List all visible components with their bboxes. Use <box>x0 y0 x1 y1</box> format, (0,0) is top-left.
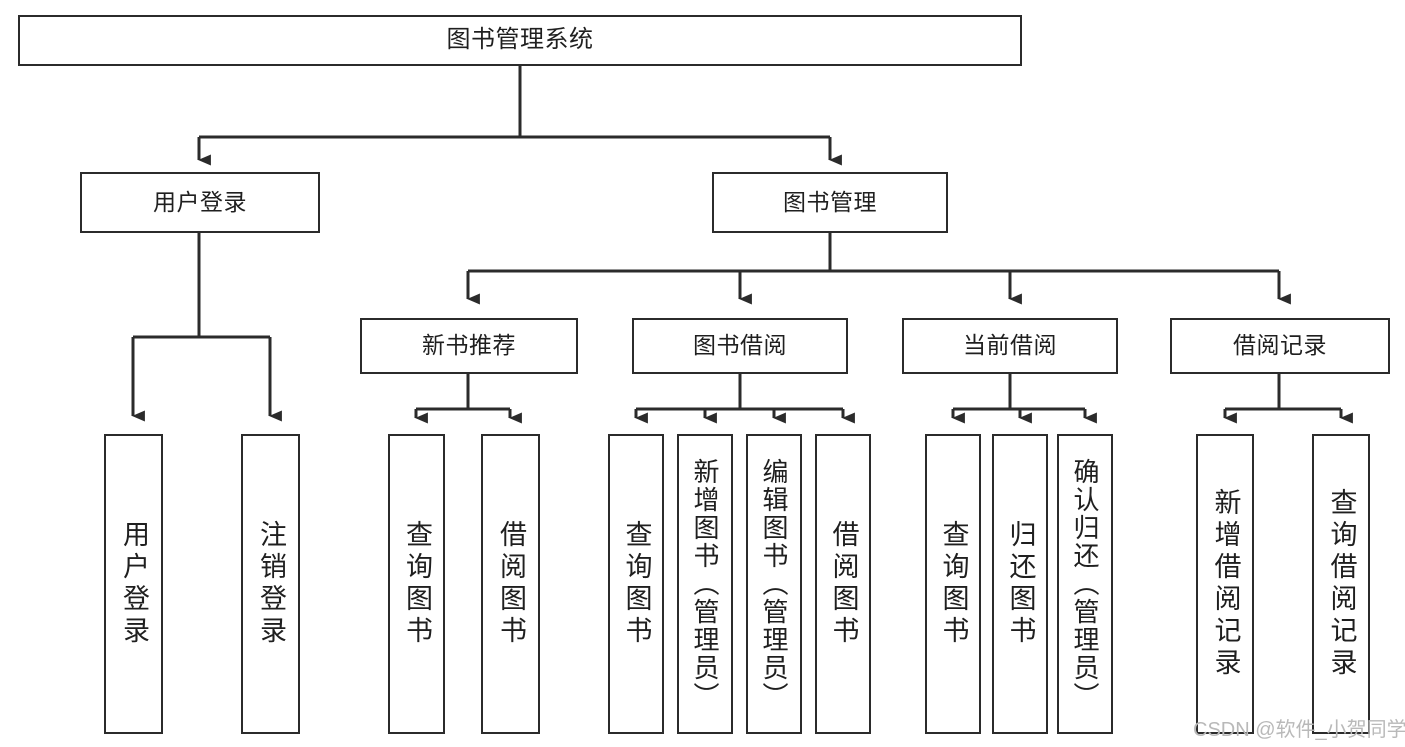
leaf-current-borrow-query-book[interactable]: 查询图书 <box>925 434 981 734</box>
csdn-watermark: CSDN @软件_小贺同学 <box>1193 719 1405 741</box>
leaf-current-borrow-return-book[interactable]: 归还图书 <box>992 434 1048 734</box>
node-label: 注销登录 <box>256 520 286 648</box>
leaf-book-borrow-query-book[interactable]: 查询图书 <box>608 434 664 734</box>
node-label: 编辑图书（管理员） <box>759 458 789 710</box>
node-root-system[interactable]: 图书管理系统 <box>18 15 1022 66</box>
leaf-new-book-query-book[interactable]: 查询图书 <box>388 434 445 734</box>
node-label: 新增图书（管理员） <box>690 458 720 710</box>
node-book-borrow[interactable]: 图书借阅 <box>632 318 848 374</box>
node-current-borrow[interactable]: 当前借阅 <box>902 318 1118 374</box>
node-user-login[interactable]: 用户登录 <box>80 172 320 233</box>
node-label: 借阅图书 <box>496 520 526 648</box>
node-label: 用户登录 <box>119 520 149 648</box>
node-book-management[interactable]: 图书管理 <box>712 172 948 233</box>
leaf-current-borrow-confirm-return-admin[interactable]: 确认归还（管理员） <box>1057 434 1113 734</box>
node-label: 用户登录 <box>153 188 247 215</box>
node-label: 图书借阅 <box>693 332 787 359</box>
node-label: 借阅图书 <box>828 520 859 648</box>
node-label: 查询图书 <box>621 520 652 648</box>
node-label: 查询图书 <box>402 520 432 648</box>
node-label: 新书推荐 <box>422 332 516 359</box>
node-new-book-recommend[interactable]: 新书推荐 <box>360 318 578 374</box>
leaf-book-borrow-edit-book-admin[interactable]: 编辑图书（管理员） <box>746 434 802 734</box>
leaf-book-borrow-borrow-book[interactable]: 借阅图书 <box>815 434 871 734</box>
node-borrow-record[interactable]: 借阅记录 <box>1170 318 1390 374</box>
node-label: 查询图书 <box>938 520 969 648</box>
node-label: 当前借阅 <box>963 332 1057 359</box>
leaf-user-login-login[interactable]: 用户登录 <box>104 434 163 734</box>
node-label: 图书管理 <box>783 188 877 215</box>
node-label: 新增借阅记录 <box>1210 488 1241 680</box>
node-label: 归还图书 <box>1005 520 1036 648</box>
node-label: 借阅记录 <box>1233 332 1327 359</box>
leaf-user-login-logout[interactable]: 注销登录 <box>241 434 300 734</box>
node-label: 查询借阅记录 <box>1326 488 1357 680</box>
node-label: 确认归还（管理员） <box>1070 458 1100 710</box>
leaf-borrow-record-add-record[interactable]: 新增借阅记录 <box>1196 434 1254 734</box>
leaf-borrow-record-query-record[interactable]: 查询借阅记录 <box>1312 434 1370 734</box>
leaf-book-borrow-add-book-admin[interactable]: 新增图书（管理员） <box>677 434 733 734</box>
leaf-new-book-borrow-book[interactable]: 借阅图书 <box>481 434 540 734</box>
node-label: 图书管理系统 <box>446 26 594 54</box>
